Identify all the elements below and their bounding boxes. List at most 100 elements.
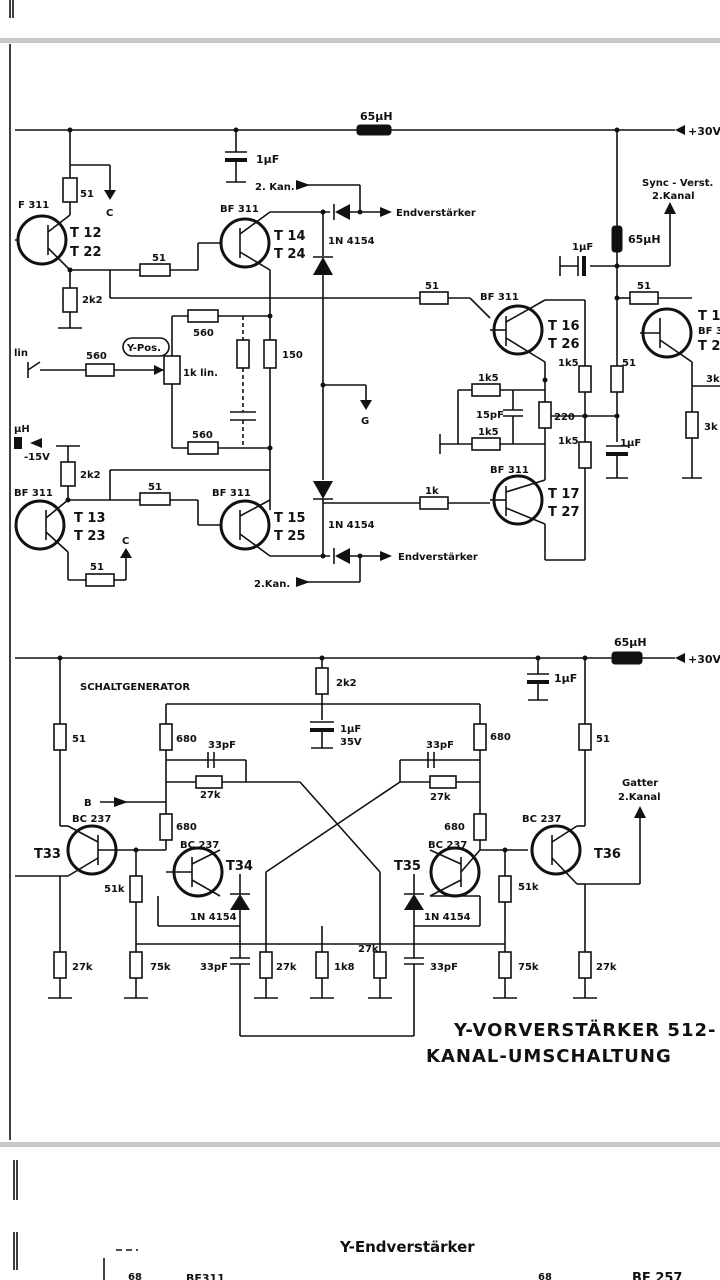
svg-text:T 24: T 24 <box>274 247 305 262</box>
svg-text:51: 51 <box>80 189 94 200</box>
svg-text:T 16: T 16 <box>548 319 579 334</box>
node-g-label: G <box>361 416 369 427</box>
svg-text:1k: 1k <box>425 486 439 497</box>
svg-text:T 26: T 26 <box>548 337 579 352</box>
svg-text:BF 257: BF 257 <box>632 1271 682 1280</box>
svg-text:T34: T34 <box>226 859 253 874</box>
svg-text:51: 51 <box>72 734 86 745</box>
svg-text:1k lin.: 1k lin. <box>183 368 218 379</box>
svg-text:65µH: 65µH <box>628 233 661 246</box>
svg-text:27k: 27k <box>596 962 617 973</box>
page-binding-marks <box>9 0 18 1270</box>
svg-text:BF 311: BF 311 <box>14 488 53 499</box>
svg-text:1µF: 1µF <box>554 672 577 685</box>
endverstaerker-bottom-label: Endverstärker <box>398 552 478 563</box>
svg-text:3k: 3k <box>704 422 718 433</box>
svg-text:T 14: T 14 <box>274 229 305 244</box>
svg-text:51: 51 <box>152 253 166 264</box>
svg-text:2k2: 2k2 <box>80 470 101 481</box>
svg-text:lin: lin <box>14 348 28 359</box>
svg-text:T35: T35 <box>394 859 421 874</box>
upper-subtitle: KANAL-UMSCHALTUNG <box>426 1046 672 1067</box>
svg-text:1µF: 1µF <box>620 438 641 449</box>
svg-text:BF 311: BF 311 <box>480 292 519 303</box>
endverstaerker-top-label: Endverstärker <box>396 208 476 219</box>
transistor-t35 <box>429 846 481 898</box>
svg-text:C: C <box>122 536 129 547</box>
svg-text:35V: 35V <box>340 737 362 748</box>
upper-title: Y-VORVERSTÄRKER 512- <box>453 1019 716 1041</box>
svg-text:BC 237: BC 237 <box>72 814 111 825</box>
svg-text:150: 150 <box>282 350 303 361</box>
svg-text:T 2: T 2 <box>698 339 720 354</box>
svg-text:33pF: 33pF <box>430 962 458 973</box>
svg-text:T 13: T 13 <box>74 511 105 526</box>
choke-label: 65µH <box>360 110 393 123</box>
svg-text:75k: 75k <box>150 962 171 973</box>
svg-text:BC 237: BC 237 <box>428 840 467 851</box>
svg-text:2.Kanal: 2.Kanal <box>618 792 661 803</box>
svg-text:680: 680 <box>444 822 465 833</box>
choke-65uh <box>356 124 392 136</box>
top-page-divider <box>0 38 720 43</box>
svg-text:65µH: 65µH <box>614 636 647 649</box>
svg-text:220: 220 <box>554 412 575 423</box>
svg-text:BF 3: BF 3 <box>698 326 720 337</box>
svg-text:51: 51 <box>425 281 439 292</box>
svg-text:75k: 75k <box>518 962 539 973</box>
svg-text:680: 680 <box>176 734 197 745</box>
schaltgenerator-title: SCHALTGENERATOR <box>80 682 190 693</box>
svg-text:F 311: F 311 <box>18 200 49 211</box>
svg-text:3k: 3k <box>706 374 720 385</box>
svg-text:1k5: 1k5 <box>558 358 579 369</box>
supply-label: +30V <box>688 125 720 138</box>
svg-text:27k: 27k <box>358 944 379 955</box>
supply-arrow-icon <box>675 125 685 135</box>
svg-text:560: 560 <box>86 351 107 362</box>
kan-bottom-label: 2.Kan. <box>254 579 290 590</box>
svg-text:27k: 27k <box>430 792 451 803</box>
svg-text:T 17: T 17 <box>548 487 579 502</box>
svg-text:560: 560 <box>193 328 214 339</box>
svg-text:51: 51 <box>637 281 651 292</box>
svg-text:BF311: BF311 <box>186 1272 225 1280</box>
svg-text:Gatter: Gatter <box>622 778 658 789</box>
bottom-page-divider <box>0 1142 720 1147</box>
svg-text:2.Kanal: 2.Kanal <box>652 191 695 202</box>
transistor-t14 <box>219 217 271 269</box>
svg-text:27k: 27k <box>72 962 93 973</box>
svg-text:2k2: 2k2 <box>82 295 103 306</box>
svg-text:BF 311: BF 311 <box>490 465 529 476</box>
bottom-circuit: 65µH +30V SCHALTGENERATOR 1µF 2k2 1µF 35… <box>15 636 720 1037</box>
cap-1uf-label: 1µF <box>256 153 279 166</box>
svg-text:51k: 51k <box>518 882 539 893</box>
svg-text:T 15: T 15 <box>274 511 305 526</box>
svg-text:B: B <box>84 798 92 809</box>
svg-text:BF 311: BF 311 <box>220 204 259 215</box>
kan-top-label: 2. Kan. <box>255 182 295 193</box>
svg-text:T 23: T 23 <box>74 529 105 544</box>
svg-text:T 18: T 18 <box>698 309 720 324</box>
lower-title: Y-Endverstärker <box>339 1238 475 1256</box>
svg-text:T 22: T 22 <box>70 245 101 260</box>
svg-text:560: 560 <box>192 430 213 441</box>
potentiometer-1k <box>163 355 181 385</box>
top-circuit: 65µH +30V 1µF 2. Kan. Endverstärker 1N 4… <box>14 110 720 590</box>
diode-top-label: 1N 4154 <box>328 236 375 247</box>
y-pos-label: Y-Pos. <box>126 343 161 354</box>
svg-text:T33: T33 <box>34 847 61 862</box>
diode-bottom-label: 1N 4154 <box>328 520 375 531</box>
svg-text:µH: µH <box>14 424 30 435</box>
svg-text:33pF: 33pF <box>208 740 236 751</box>
svg-text:51k: 51k <box>104 884 125 895</box>
svg-text:BC 237: BC 237 <box>522 814 561 825</box>
svg-text:680: 680 <box>490 732 511 743</box>
svg-text:1k5: 1k5 <box>478 373 499 384</box>
svg-text:+30V: +30V <box>688 653 720 666</box>
svg-text:BF 311: BF 311 <box>212 488 251 499</box>
svg-text:1N 4154: 1N 4154 <box>190 912 237 923</box>
svg-text:T 12: T 12 <box>70 226 101 241</box>
y-pos-bubble <box>122 337 170 357</box>
svg-text:27k: 27k <box>276 962 297 973</box>
